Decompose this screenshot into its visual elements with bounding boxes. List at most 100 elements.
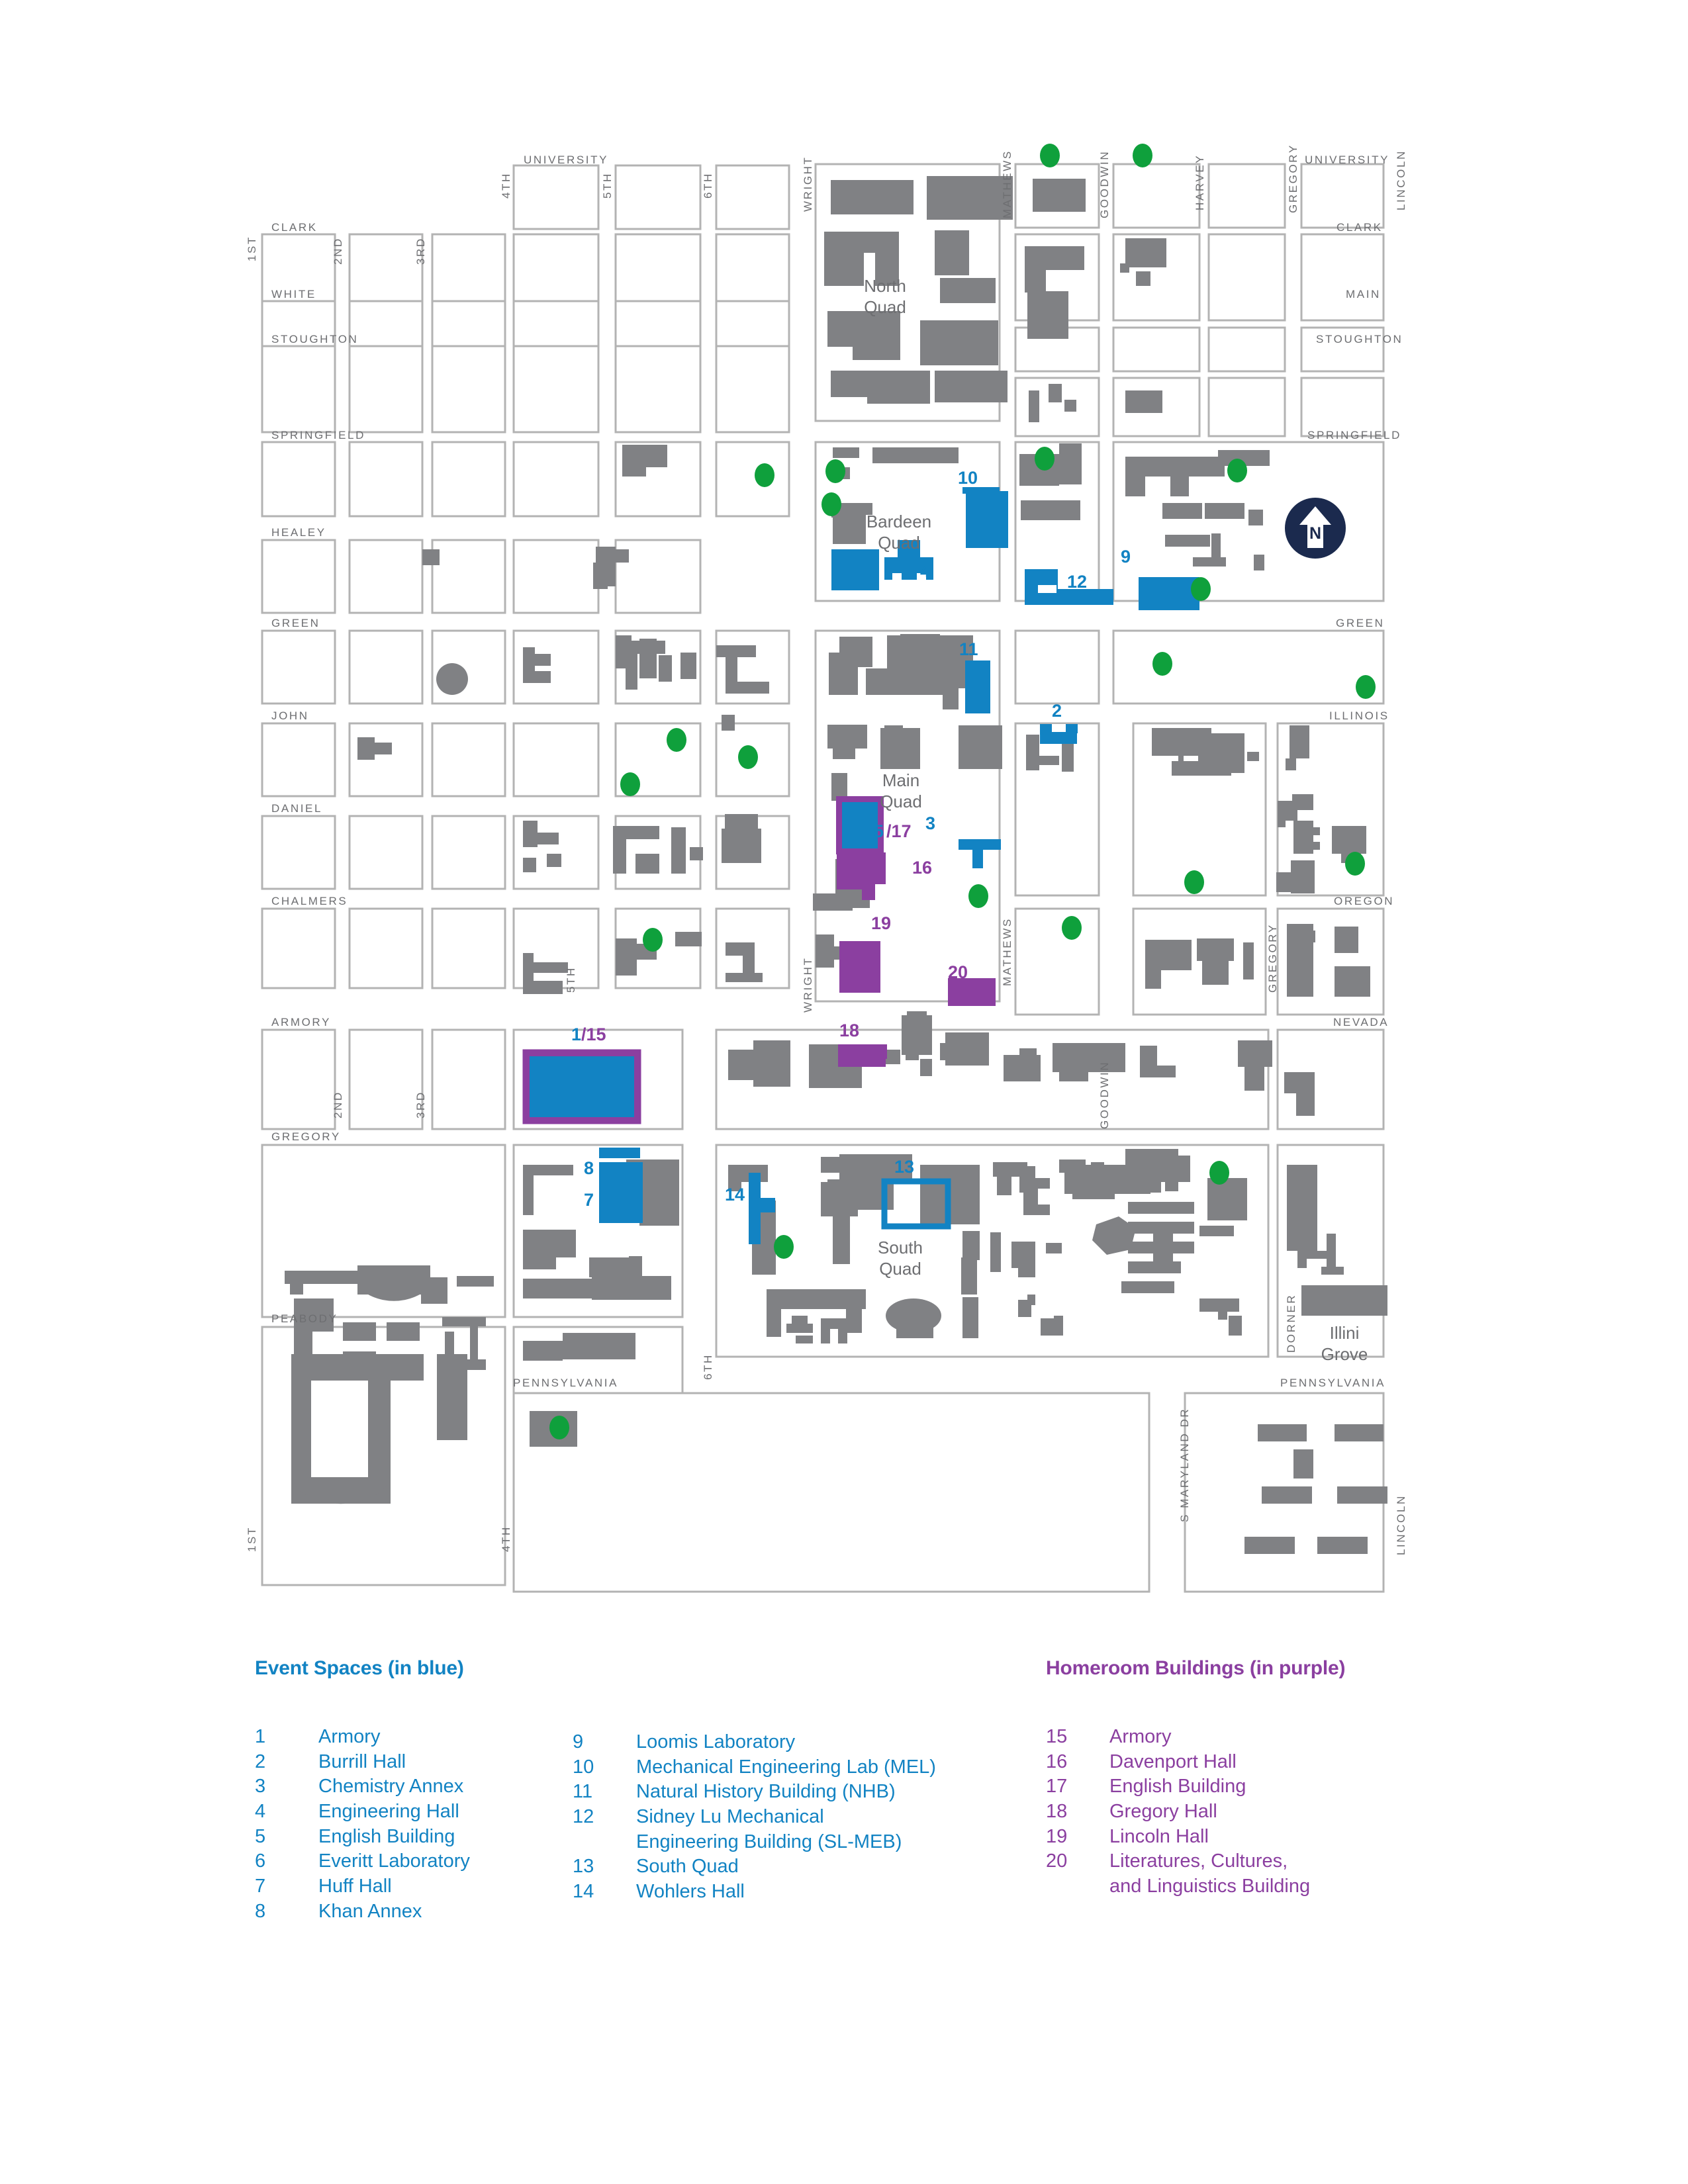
- svg-text:GREGORY: GREGORY: [1287, 144, 1299, 213]
- svg-text:14: 14: [725, 1185, 745, 1205]
- legend-item-number: 5: [255, 1825, 266, 1847]
- legend-item: 6 Everitt Laboratory: [255, 1849, 559, 1874]
- svg-text:ILLINOIS: ILLINOIS: [1329, 709, 1389, 722]
- svg-text:19: 19: [871, 913, 891, 933]
- building-20: [948, 978, 996, 1006]
- svg-text:3RD: 3RD: [414, 237, 427, 265]
- svg-text:JOHN: JOHN: [271, 709, 309, 722]
- svg-text:CHALMERS: CHALMERS: [271, 895, 348, 907]
- legend-item: 17 English Building: [1046, 1774, 1417, 1799]
- svg-text:GREEN: GREEN: [1336, 617, 1384, 629]
- legend-item: 11 Natural History Building (NHB): [573, 1780, 983, 1805]
- legend-item: 1 Armory: [255, 1725, 559, 1750]
- legend-item-continuation: and Linguistics Building: [1046, 1874, 1417, 1899]
- svg-text:HEALEY: HEALEY: [271, 526, 326, 539]
- legend-item: 10 Mechanical Engineering Lab (MEL): [573, 1755, 983, 1780]
- svg-text:GREEN: GREEN: [271, 617, 320, 629]
- map-svg: .blk{fill:#ffffff;stroke:#b3b3b3;stroke-…: [246, 144, 1407, 1593]
- legend-item-number: 18: [1046, 1801, 1068, 1823]
- legend-item: 9 Loomis Laboratory: [573, 1730, 983, 1755]
- svg-text:NEVADA: NEVADA: [1333, 1016, 1389, 1028]
- svg-text:4TH: 4TH: [500, 1525, 512, 1552]
- legend-item-continuation: Engineering Building (SL-MEB): [573, 1830, 983, 1855]
- legend-item-number: 14: [573, 1881, 594, 1903]
- svg-text:11: 11: [959, 639, 978, 659]
- legend-item: 14 Wohlers Hall: [573, 1880, 983, 1905]
- legend-item-label: Chemistry Annex: [318, 1776, 464, 1797]
- svg-text:STOUGHTON: STOUGHTON: [1316, 333, 1403, 345]
- legend-item: 4 Engineering Hall: [255, 1799, 559, 1825]
- building-13-outline: [881, 1178, 951, 1230]
- map-blocks: [261, 163, 1385, 1593]
- legend-event-spaces-column-left: 1 Armory 2 Burrill Hall 3 Chemistry Anne…: [255, 1707, 559, 1925]
- legend-item: 3 Chemistry Annex: [255, 1774, 559, 1799]
- svg-text:7: 7: [584, 1190, 594, 1210]
- svg-text:MAIN: MAIN: [1346, 288, 1381, 300]
- legend-item-number: 8: [255, 1900, 266, 1922]
- svg-text:ARMORY: ARMORY: [271, 1016, 331, 1028]
- svg-text:9: 9: [1121, 547, 1131, 567]
- svg-text:WRIGHT: WRIGHT: [802, 956, 814, 1013]
- legend-item-label: Gregory Hall: [1109, 1801, 1217, 1823]
- quad-label-bardeen: Bardeen: [867, 512, 931, 531]
- legend-item-label: Mechanical Engineering Lab (MEL): [636, 1756, 936, 1778]
- svg-text:PEABODY: PEABODY: [271, 1312, 338, 1325]
- svg-text:S MARYLAND DR: S MARYLAND DR: [1178, 1408, 1191, 1522]
- svg-text:PENNSYLVANIA: PENNSYLVANIA: [513, 1377, 618, 1389]
- legend-item: 16 Davenport Hall: [1046, 1750, 1417, 1775]
- legend-item-number: 20: [1046, 1850, 1068, 1872]
- legend-item-label: South Quad: [636, 1856, 739, 1878]
- svg-text:13: 13: [894, 1157, 914, 1177]
- svg-text:PENNSYLVANIA: PENNSYLVANIA: [1280, 1377, 1385, 1389]
- svg-text:3RD: 3RD: [414, 1091, 427, 1118]
- legend-item-number: 15: [1046, 1726, 1068, 1747]
- legend-item-label: Sidney Lu Mechanical: [636, 1806, 824, 1828]
- legend-item: 13 South Quad: [573, 1854, 983, 1880]
- legend-item: 15 Armory: [1046, 1725, 1417, 1750]
- legend-item: 12 Sidney Lu Mechanical: [573, 1805, 983, 1830]
- svg-text:5: 5: [874, 821, 884, 841]
- legend-item-label: Lincoln Hall: [1109, 1825, 1209, 1847]
- legend-item-number: 2: [255, 1751, 266, 1772]
- legend-event-spaces-title: Event Spaces (in blue): [255, 1657, 464, 1679]
- street-labels-horizontal: UNIVERSITY UNIVERSITY CLARK CLARK WHITE …: [271, 154, 1403, 1389]
- svg-text:6: 6: [869, 569, 879, 589]
- svg-text:6TH: 6TH: [702, 1353, 714, 1380]
- svg-text:10: 10: [958, 468, 978, 488]
- legend-item: 5 English Building: [255, 1825, 559, 1850]
- legend-item-label: Engineering Building (SL-MEB): [636, 1831, 902, 1852]
- svg-text:2ND: 2ND: [332, 1091, 344, 1118]
- svg-text:1ST: 1ST: [246, 1526, 258, 1552]
- svg-text:18: 18: [839, 1021, 859, 1040]
- legend-item-number: 11: [573, 1781, 593, 1803]
- svg-text:Grove: Grove: [1321, 1344, 1368, 1364]
- building-19: [839, 941, 880, 993]
- building-7: [599, 1162, 643, 1223]
- legend-item-number: 6: [255, 1850, 266, 1872]
- legend-item-number: 19: [1046, 1825, 1068, 1847]
- legend-item-label: Wohlers Hall: [636, 1881, 745, 1903]
- legend-item-label: and Linguistics Building: [1109, 1876, 1311, 1897]
- legend-item-label: Armory: [1109, 1726, 1172, 1747]
- legend-item-number: 16: [1046, 1751, 1068, 1772]
- svg-text:WRIGHT: WRIGHT: [802, 156, 814, 212]
- legend-item-number: 1: [255, 1726, 266, 1747]
- svg-text:MATHEWS: MATHEWS: [1001, 917, 1013, 986]
- north-arrow-icon: N: [1285, 498, 1346, 559]
- legend-item: 8 Khan Annex: [255, 1899, 559, 1925]
- legend-item-number: 3: [255, 1776, 266, 1797]
- campus-map[interactable]: .blk{fill:#ffffff;stroke:#b3b3b3;stroke-…: [0, 0, 1688, 1621]
- legend-item-label: Engineering Hall: [318, 1801, 459, 1823]
- svg-text:OREGON: OREGON: [1334, 895, 1394, 907]
- building-6: [831, 549, 879, 590]
- svg-text:GREGORY: GREGORY: [271, 1130, 341, 1143]
- quad-label-illini-grove: Illini: [1330, 1323, 1360, 1343]
- legend-item-label: Natural History Building (NHB): [636, 1781, 896, 1803]
- svg-text:1: 1: [571, 1024, 581, 1044]
- building-5-17: [842, 802, 878, 848]
- legend-item-label: English Building: [1109, 1776, 1246, 1797]
- svg-text:6TH: 6TH: [702, 172, 714, 199]
- legend-item-label: Burrill Hall: [318, 1751, 406, 1772]
- legend-item: 19 Lincoln Hall: [1046, 1825, 1417, 1850]
- svg-text:1ST: 1ST: [246, 236, 258, 261]
